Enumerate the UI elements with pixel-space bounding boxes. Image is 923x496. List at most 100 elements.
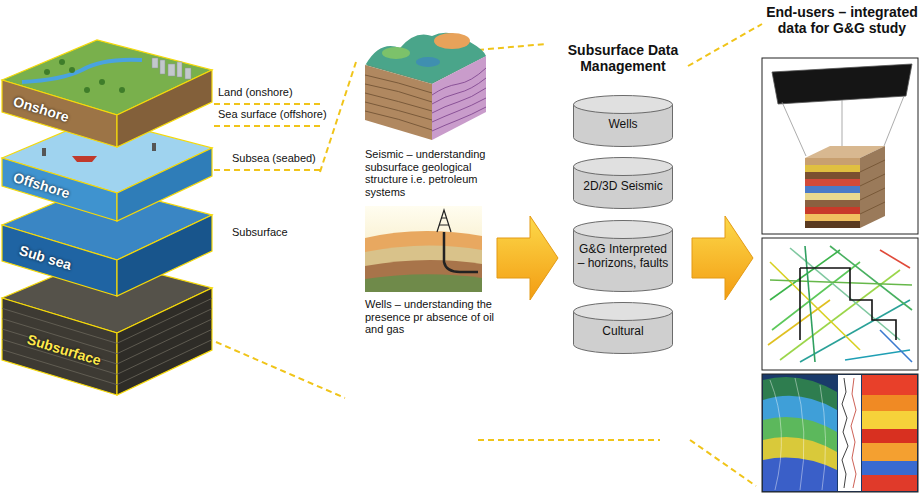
section-picture-part-part [795,378,804,490]
ship [72,156,97,162]
leader-lines-part [478,439,660,441]
caption-text: Seismic – understanding subsurface geolo… [365,148,503,199]
seismic-cube-part-part [365,84,432,102]
model-picture-part-part [842,100,843,146]
building [160,60,165,74]
map-picture-part [762,238,918,370]
cylinder-top [574,303,673,321]
section-picture-part-part [770,380,781,490]
map-picture-part-part [768,300,830,345]
well-scene-part [365,245,482,292]
section-picture-part [770,378,826,490]
store-label: Wells [573,95,673,135]
section-picture-part [762,374,918,492]
model-picture-part [805,207,860,214]
map-picture-part-part [880,250,910,268]
well-scene-part [365,260,482,292]
map-picture-part-part [770,280,912,285]
leader-lines-part [214,103,320,105]
seismic-cube-part-part [365,93,432,111]
section-picture-part [862,411,917,429]
seismic-cube-part [365,75,432,130]
leader-lines-part [688,24,762,66]
model-picture-part [805,179,860,186]
leader-lines-part [478,44,546,50]
seismic-cube-part-part [365,102,432,120]
seismic-cube-part-part [432,68,486,95]
building [152,58,158,68]
flow-arrow [692,216,753,300]
map-picture-part-part [805,246,815,362]
layer-shape [2,40,217,151]
leader-lines-part [214,169,320,171]
seismic-cube-part [434,33,470,49]
flow-arrow [497,216,558,300]
tree [69,67,75,73]
model-picture-part [805,214,860,221]
leader-lines [214,24,762,486]
platform [152,143,156,151]
label-slot: Subsurface Data Management [548,42,698,74]
store-label: G&G Interpreted – horizons, faults [573,220,673,275]
model-picture-part [860,146,885,228]
model-picture-part [805,158,860,165]
seismic-cube-part [416,57,440,67]
model-picture-part [860,160,885,214]
model-picture-part [772,64,912,104]
model-picture [762,58,918,234]
label-slot: Land (onshore) [218,86,293,99]
model-picture-part-part [884,96,904,146]
seismic-cube-part-part [432,78,486,104]
model-picture-part-part [860,202,885,214]
section-picture-part [763,458,837,491]
caption-text: Wells – understanding the presence pr ab… [365,298,503,336]
model-picture-part [805,186,860,193]
model-picture-part-part [860,174,885,186]
seismic-cube-part-part [365,75,432,93]
store-label: 2D/3D Seismic [573,157,673,197]
section-picture-part [842,378,848,488]
database-cylinder: G&G Interpreted – horizons, faults [573,220,673,292]
leader-lines-part [214,125,320,127]
map-picture-part-part [770,250,840,300]
river [22,60,142,82]
well-scene [365,206,482,292]
building [185,68,191,79]
model-picture-part-part [860,188,885,200]
section-picture-part [862,395,917,411]
caption-text: Land (onshore) [218,86,293,99]
well-scene-part [365,231,482,292]
seismic-cube-part-part [365,111,432,130]
seismic-cube-part-part [432,98,486,122]
layer-detail [2,298,212,384]
map-picture-part-part [770,262,860,350]
building [168,64,175,76]
model-picture-part [805,165,860,172]
section-picture-part [838,375,861,491]
well-scene-part-part [439,218,449,225]
building [177,62,182,77]
label-slot: Seismic – understanding subsurface geolo… [365,148,503,199]
section-picture-part-part [820,385,826,490]
section-picture-part [862,429,917,443]
heading-text: End-users – integrated data for G&G stud… [766,4,918,36]
leader-lines-part [216,342,345,398]
section-picture-part [763,417,837,491]
caption-text: Subsea (seabed) [232,152,316,165]
tree [119,87,125,93]
cylinder-top [574,221,673,239]
well-scene-part [444,232,478,272]
tree [59,59,65,65]
well-scene-part [365,274,482,292]
model-picture-part [805,221,860,228]
caption-text: Sea surface (offshore) [218,108,327,121]
section-picture-part [763,437,837,491]
model-picture-part-part [860,160,885,172]
seismic-cube-part [432,68,486,131]
layer-left [2,298,117,395]
leader-lines-part [690,440,756,486]
store-label: Cultural [573,302,673,342]
section-picture-part [851,378,856,488]
